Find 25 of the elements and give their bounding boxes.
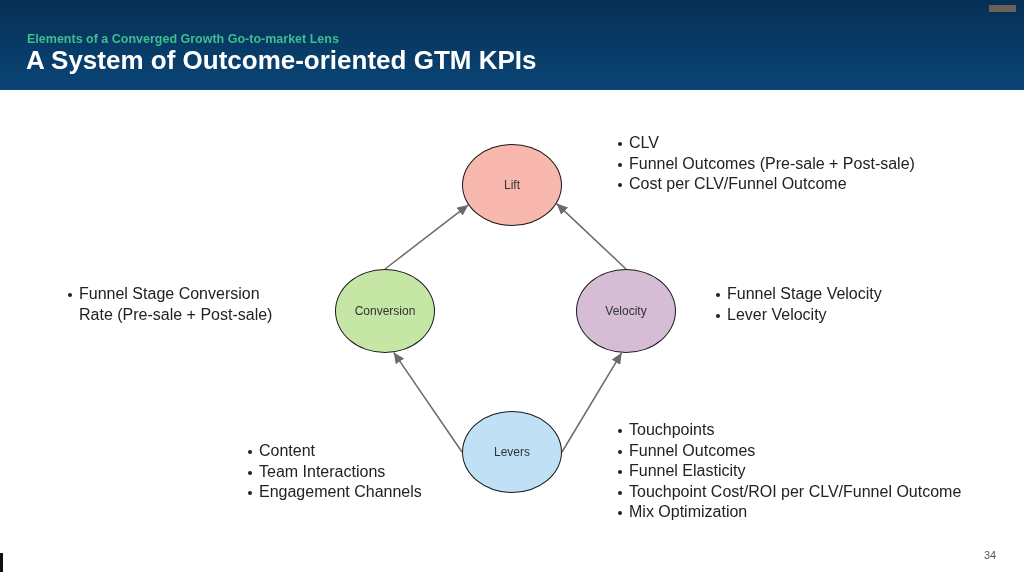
bullet-item: Funnel Outcomes (Pre-sale + Post-sale) (629, 153, 915, 174)
node-label: Velocity (605, 304, 647, 318)
node-label: Levers (494, 445, 530, 459)
bullet-item: Touchpoint Cost/ROI per CLV/Funnel Outcome (629, 481, 962, 502)
bullet-item: Team Interactions (259, 461, 386, 482)
bullet-item: Content (259, 441, 316, 461)
bullet-item: Cost per CLV/Funnel Outcome (629, 174, 847, 194)
bullet-item: Funnel Outcomes (629, 440, 756, 461)
page-number: 34 (984, 549, 997, 561)
bullet-item: Touchpoints (629, 420, 715, 440)
arrow (561, 352, 623, 453)
bullet-item: CLV (629, 133, 659, 153)
bullet-item: Funnel Stage Velocity (727, 284, 882, 304)
node-label: Lift (504, 178, 520, 192)
slide-subtitle: Elements of a Converged Growth Go-to-market Lens (27, 32, 339, 46)
bullet-item: Funnel Stage Conversion Rate (Pre-sale + Post-sale) (79, 284, 274, 325)
bullet-item: Mix Optimization (629, 502, 748, 522)
arrow (555, 202, 627, 270)
bullet-item: Funnel Elasticity (629, 461, 746, 481)
bullet-item: Engagement Channels (259, 482, 422, 502)
node-label: Conversion (354, 304, 416, 318)
bullet-item: Lever Velocity (727, 304, 827, 325)
arrow (392, 351, 463, 453)
slide-title: A System of Outcome-oriented GTM KPIs (26, 45, 537, 76)
arrow (384, 204, 470, 270)
